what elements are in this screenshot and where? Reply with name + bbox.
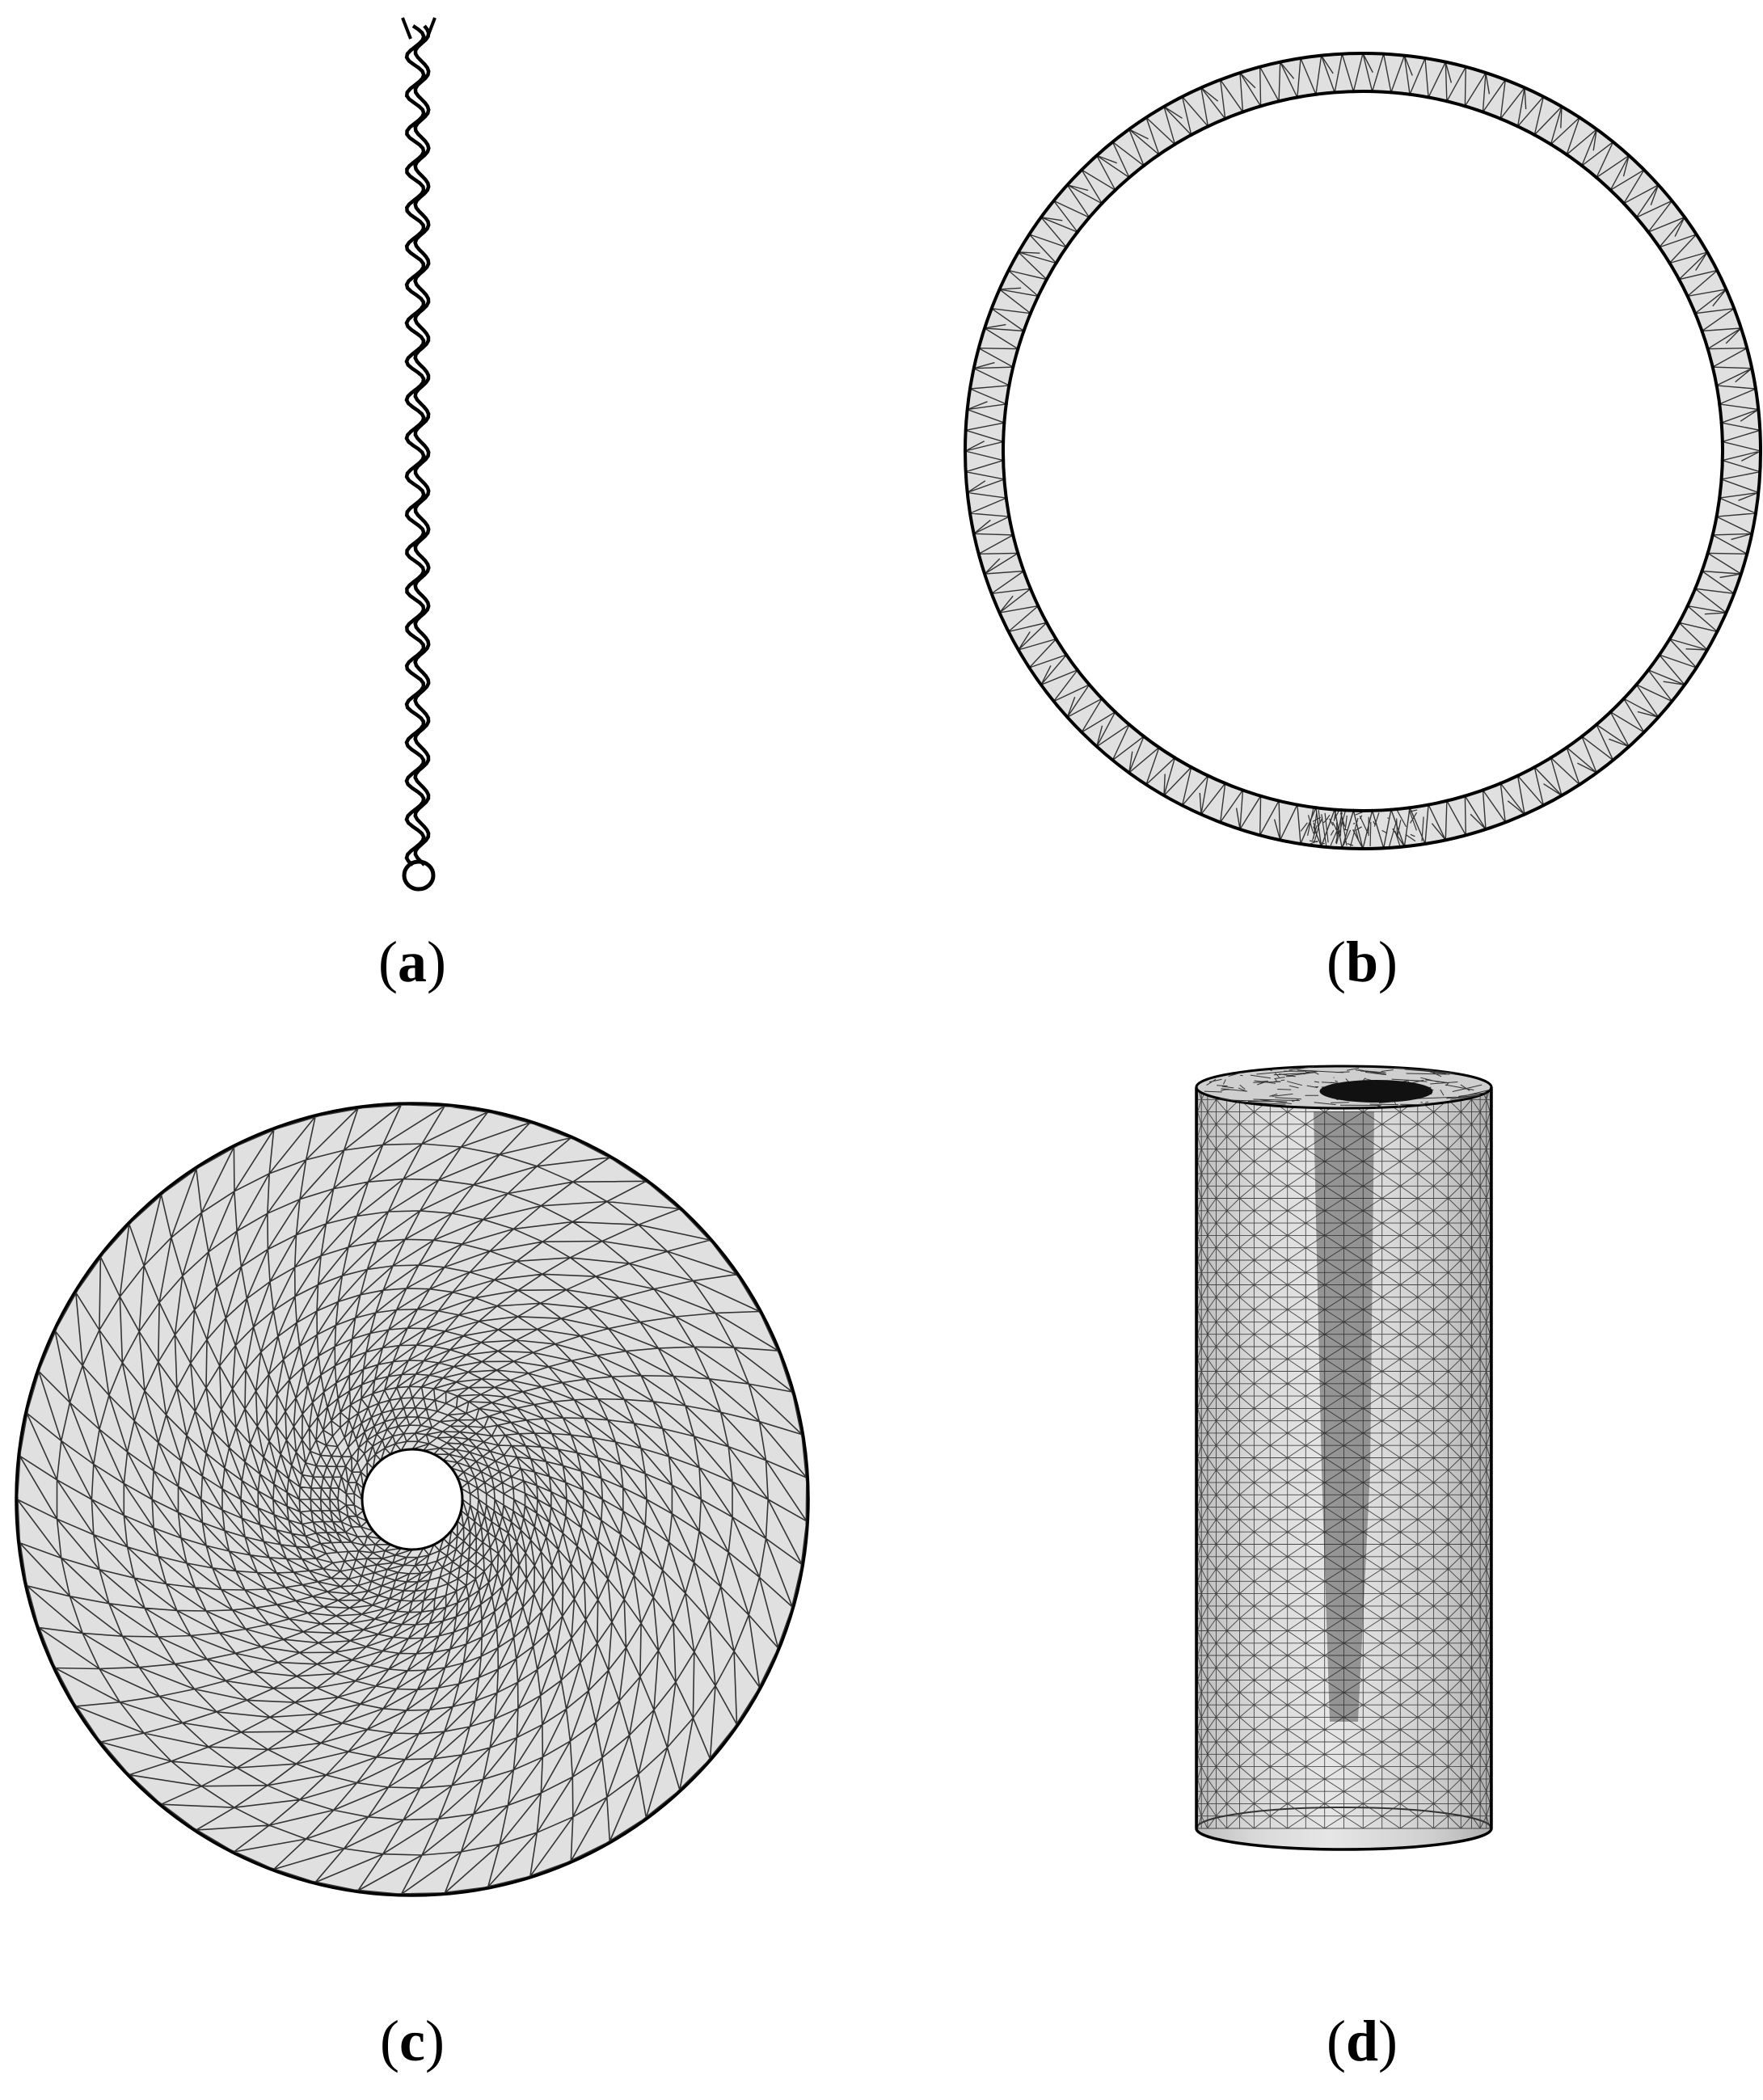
- disk-center-hole: [361, 1448, 464, 1551]
- ring-refined-mesh: [1300, 808, 1424, 848]
- wire-strand-left: [404, 24, 426, 867]
- ring-inner-edge: [1002, 90, 1724, 812]
- cylinder-outline: [1195, 1087, 1493, 1851]
- ring-fill: [965, 53, 1761, 849]
- disk-outer-edge: [15, 1102, 810, 1897]
- panel-c-label: c: [399, 2009, 425, 2073]
- panel-b-ring-mesh: [964, 52, 1762, 850]
- panel-a-caption: (a): [378, 930, 446, 994]
- panel-d-cylinder-mesh: [1195, 1065, 1493, 1851]
- panel-d-caption: (d): [1326, 2009, 1398, 2073]
- panel-a-wire-profile: [401, 17, 437, 892]
- ring-outer-edge: [964, 52, 1762, 850]
- panel-b-caption: (b): [1326, 930, 1398, 994]
- panel-a-label: a: [398, 930, 427, 994]
- cylinder-top-refined-center: [1319, 1080, 1433, 1103]
- panel-c-disk-mesh: [15, 1102, 810, 1897]
- wire-top-ends: [401, 17, 437, 40]
- panel-d-label: d: [1345, 2009, 1379, 2073]
- panel-b-label: b: [1345, 930, 1379, 994]
- cylinder-surface-mesh: [1196, 1086, 1492, 1829]
- wire-strand-right: [413, 24, 431, 867]
- wire-bottom-loop: [402, 859, 436, 892]
- panel-c-caption: (c): [380, 2009, 445, 2073]
